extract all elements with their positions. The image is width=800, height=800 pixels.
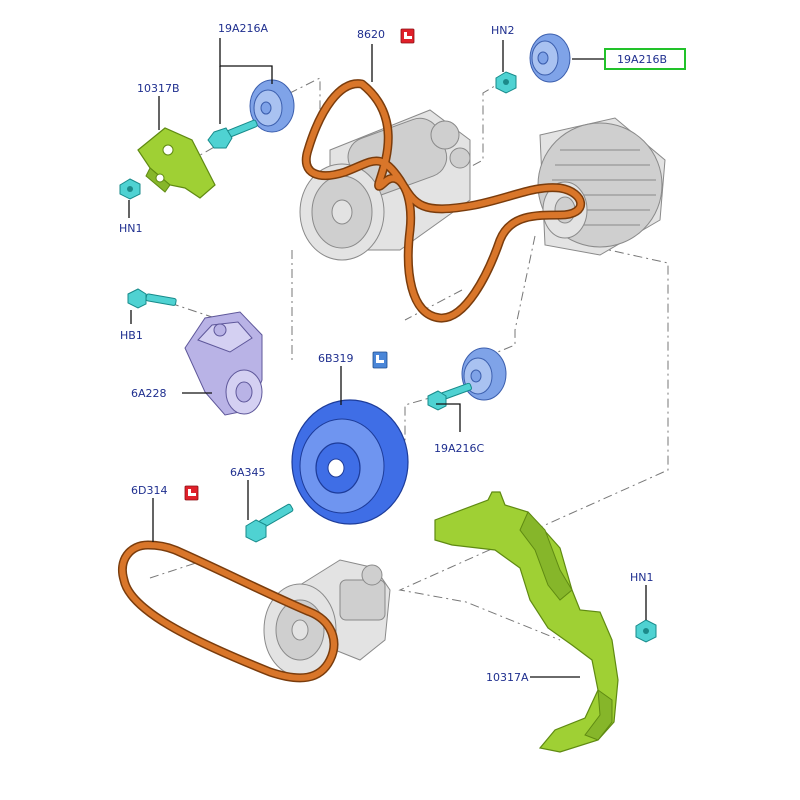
label-6a228: 6A228 — [131, 387, 167, 400]
label-6b319: 6B319 — [318, 352, 354, 365]
bracket-10317a[interactable] — [434, 491, 619, 753]
label-6d314: 6D314 — [131, 484, 167, 497]
label-hn1-top: HN1 — [119, 222, 143, 235]
idler-pulley-19a216c[interactable] — [461, 347, 507, 401]
bracket-10317b[interactable] — [137, 127, 216, 199]
part-labels: 19A216A 8620 HN2 19A216B 10317B HN1 HB1 … — [119, 22, 686, 684]
label-19a216a: 19A216A — [218, 22, 269, 35]
nut-hn2[interactable] — [495, 71, 517, 94]
label-6a345: 6A345 — [230, 466, 266, 479]
bolt-hb1[interactable] — [127, 288, 177, 309]
drive-belt-8620[interactable] — [301, 79, 586, 323]
red-warning-icon[interactable] — [400, 28, 415, 44]
blue-info-icon[interactable] — [372, 351, 388, 369]
idler-bolt-19a216a[interactable] — [207, 119, 258, 149]
belt-tensioner-6a228[interactable] — [184, 311, 263, 416]
label-10317b: 10317B — [137, 82, 180, 95]
nut-hn1-bottom[interactable] — [635, 619, 657, 643]
highlight-box-19a216b — [604, 48, 686, 70]
crankshaft-pulley-6b319[interactable] — [291, 399, 409, 525]
red-warning-icon[interactable] — [184, 485, 199, 501]
aux-belt-6d314[interactable] — [118, 540, 339, 683]
label-19a216b: 19A216B — [617, 53, 667, 66]
label-10317a: 10317A — [486, 671, 529, 684]
idler-bolt-19a216c[interactable] — [427, 382, 472, 411]
idler-pulley-19a216a[interactable] — [249, 79, 295, 133]
bolt-6a345[interactable] — [245, 503, 294, 543]
label-19a216c: 19A216C — [434, 442, 485, 455]
leader-lines — [128, 38, 647, 678]
idler-pulley-19a216b[interactable] — [529, 33, 571, 83]
power-steering-pump[interactable] — [263, 559, 391, 677]
label-hn1-bottom: HN1 — [630, 571, 654, 584]
label-hn2: HN2 — [491, 24, 515, 37]
label-8620: 8620 — [357, 28, 385, 41]
nut-hn1-top[interactable] — [119, 178, 141, 200]
label-hb1: HB1 — [120, 329, 143, 342]
